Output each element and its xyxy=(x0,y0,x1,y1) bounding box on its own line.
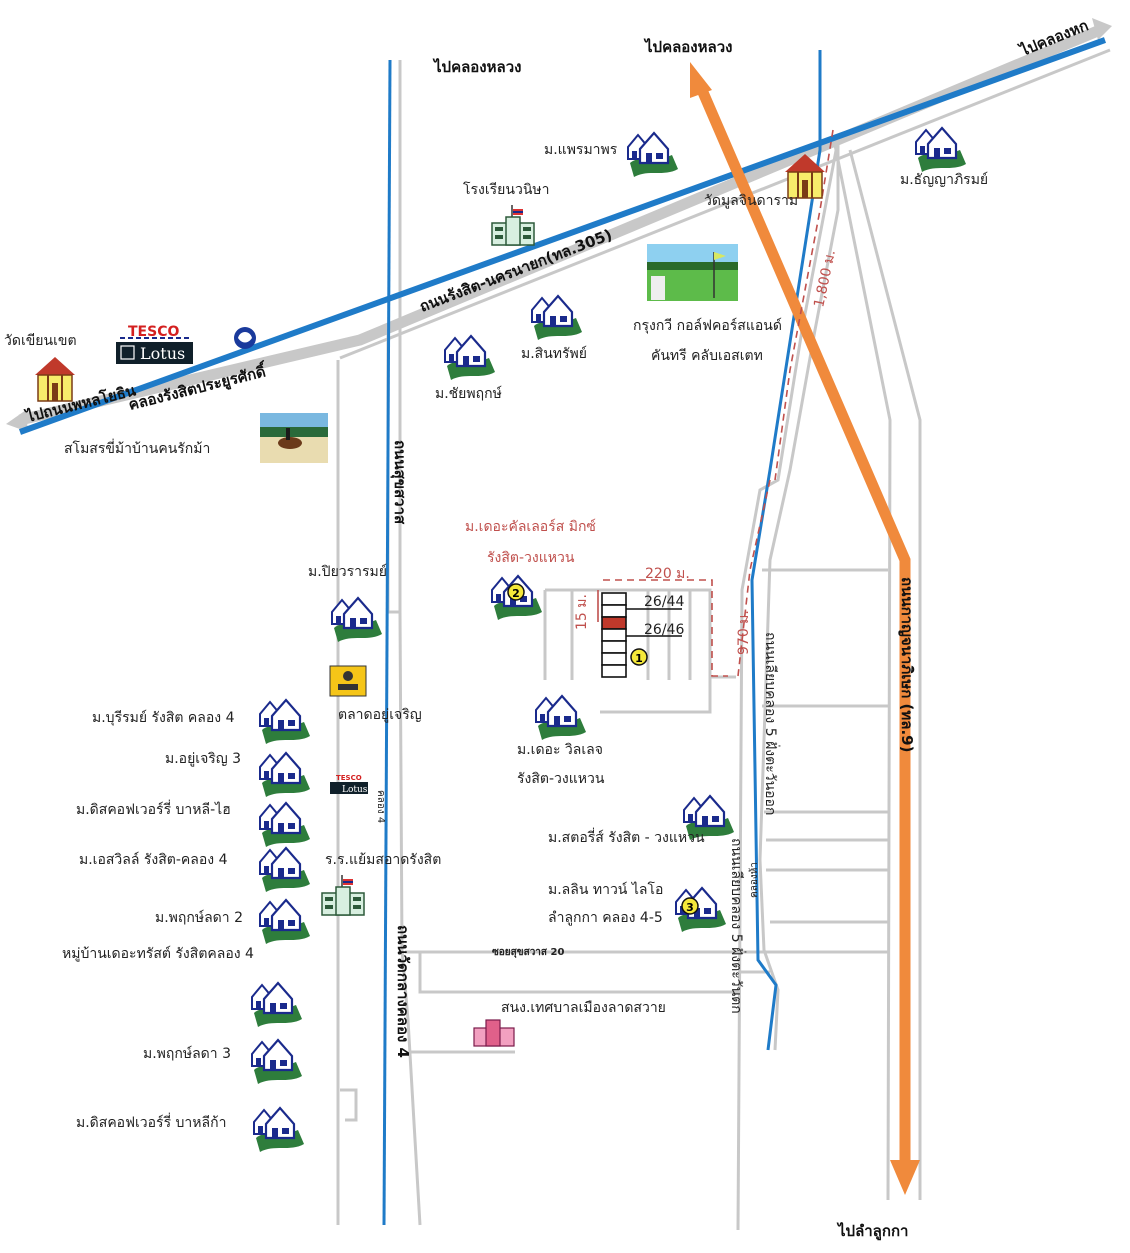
label-sinsap: ม.สินทรัพย์ xyxy=(521,345,587,362)
label-lalin-2: ลำลูกกา คลอง 4-5 xyxy=(548,910,663,926)
village-icon xyxy=(534,694,588,742)
tesco-lotus-small-logo: TESCO Lotus xyxy=(330,774,368,795)
label-colors-mix-2: รังสิต-วงแหวน xyxy=(487,550,575,566)
label-chaiyaphruk: ม.ชัยพฤกษ์ xyxy=(435,385,502,402)
village-icon xyxy=(258,751,312,799)
label-piyawarom: ม.ปิยวรารมย์ xyxy=(308,563,387,580)
label-buri-rom: ม.บุรีรมย์ รังสิต คลอง 4 xyxy=(92,709,235,726)
marker-2[interactable]: 2 xyxy=(507,583,525,601)
village-icon xyxy=(443,334,497,382)
road-label-liap-east: ถนนเลียบคลอง 5 ฝั่งตะวันออก xyxy=(762,632,780,815)
village-icon xyxy=(258,846,312,894)
label-golf-line2: คันทรี คลับเอสเตท xyxy=(651,348,763,364)
village-icon xyxy=(258,698,312,746)
tesco-lotus-logo: TESCO Lotus xyxy=(116,324,193,364)
label-phruksa-2: ม.พฤกษ์ลดา 2 xyxy=(155,909,243,926)
village-icon xyxy=(330,596,384,644)
distance-lines xyxy=(597,129,834,677)
plot-units xyxy=(601,592,682,678)
label-phraemaphon: ม.แพรมาพร xyxy=(544,142,618,158)
label-story: ม.สตอรี่ส์ รังสิต - วงแหวน xyxy=(548,828,705,846)
plot-26-46: 26/46 xyxy=(644,622,684,638)
bank-icon xyxy=(234,327,256,349)
direction-khlong-luang-east: ไปคลองหลวง xyxy=(643,37,732,56)
roads xyxy=(336,60,922,1231)
label-school-wanisa: โรงเรียนวนิษา xyxy=(463,181,549,198)
label-discovery-bali-ka: ม.ดิสคอฟเวอร์รี่ บาหลีก้า xyxy=(76,1113,226,1131)
village-icon xyxy=(626,131,680,179)
direction-lam-luk-ka: ไปลำลูกกา xyxy=(836,1221,908,1241)
label-the-village-2: รังสิต-วงแหวน xyxy=(517,771,605,787)
label-municipal-office: สนง.เทศบาลเมืองลาดสวาย xyxy=(501,1000,666,1016)
distance-970: 970 ม. xyxy=(736,610,752,655)
svg-text:3: 3 xyxy=(686,901,694,914)
road-label-kanchanaphisek: ถนนกาญจนาภิเษก (ทล.9) xyxy=(898,577,916,752)
label-phruksa-3: ม.พฤกษ์ลดา 3 xyxy=(143,1045,231,1062)
canal-label-khlong-4: คลอง 4 xyxy=(375,790,386,823)
village-icon xyxy=(250,1038,304,1086)
label-thanyaphirom: ม.ธัญญาภิรมย์ xyxy=(900,171,988,188)
village-icon xyxy=(258,898,312,946)
road-label-suk-sawat: ถนนสุขสวาส xyxy=(390,440,409,525)
market-icon xyxy=(329,665,367,697)
canals xyxy=(382,50,822,1226)
label-horse-club: สโมสรขี่ม้าบ้านคนรักม้า xyxy=(64,439,210,457)
school-icon xyxy=(321,874,365,916)
svg-text:TESCO: TESCO xyxy=(336,774,362,782)
label-lalin-1: ม.ลลิน ทาวน์ ไลโอ xyxy=(548,881,663,898)
road-label-liap-west: ถนนเลียบคลอง 5 ฝั่งตะวันตก xyxy=(728,838,746,1014)
label-yu-charoen-3: ม.อยู่เจริญ 3 xyxy=(165,751,241,767)
label-the-trust: หมู่บ้านเดอะทรัสต์ รังสิตคลอง 4 xyxy=(62,945,254,962)
marker-1[interactable]: 1 xyxy=(630,648,648,666)
svg-text:2: 2 xyxy=(512,587,520,600)
svg-text:TESCO: TESCO xyxy=(128,324,179,340)
svg-text:1: 1 xyxy=(635,652,643,665)
label-golf-line1: กรุงกวี กอล์ฟคอร์สแอนด์ xyxy=(633,317,782,334)
label-the-village-1: ม.เดอะ วิลเลจ xyxy=(517,742,603,758)
highway-305 xyxy=(6,18,1112,435)
label-market: ตลาดอยู่เจริญ xyxy=(338,707,422,723)
label-discovery-bali-hai: ม.ดิสคอฟเวอร์รี่ บาหลี-ไฮ xyxy=(76,800,231,818)
village-icon xyxy=(258,801,312,849)
village-icon xyxy=(914,126,968,174)
svg-text:Lotus: Lotus xyxy=(342,785,368,795)
municipal-office-icon xyxy=(473,1019,515,1047)
distance-220: 220 ม. xyxy=(645,566,690,582)
canal-label-khlong-5: คลองห้า xyxy=(748,862,760,898)
village-icon xyxy=(530,294,584,342)
label-school-yim: ร.ร.แย้มสอาดรังสิต xyxy=(325,852,441,868)
label-colors-mix-1: ม.เดอะคัลเลอร์ส มิกซ์ xyxy=(465,518,596,535)
marker-3[interactable]: 3 xyxy=(681,897,699,915)
road-label-soi-20: ซอยสุขสวาส 20 xyxy=(492,947,564,958)
horse-riding-image xyxy=(260,413,328,463)
selected-plot xyxy=(601,616,627,630)
village-icon xyxy=(250,981,304,1029)
temple-icon xyxy=(34,356,76,402)
plot-26-44: 26/44 xyxy=(644,594,684,610)
kanchanaphisek-road xyxy=(690,62,920,1195)
label-s-ville: ม.เอสวิลล์ รังสิต-คลอง 4 xyxy=(79,851,228,868)
distance-15: 15 ม. xyxy=(574,594,590,630)
road-label-wat-klang: ถนนวัดกลางคลอง 4 xyxy=(394,925,412,1058)
label-wat-khian-khet: วัดเขียนเขต xyxy=(4,333,77,349)
svg-text:Lotus: Lotus xyxy=(140,344,185,363)
village-icon xyxy=(252,1106,306,1154)
school-icon xyxy=(491,204,535,246)
golf-course-image xyxy=(647,244,738,301)
direction-khlong-luang-west: ไปคลองหลวง xyxy=(432,57,521,76)
label-wat-mun: วัดมูลจินดาราม xyxy=(704,193,798,209)
